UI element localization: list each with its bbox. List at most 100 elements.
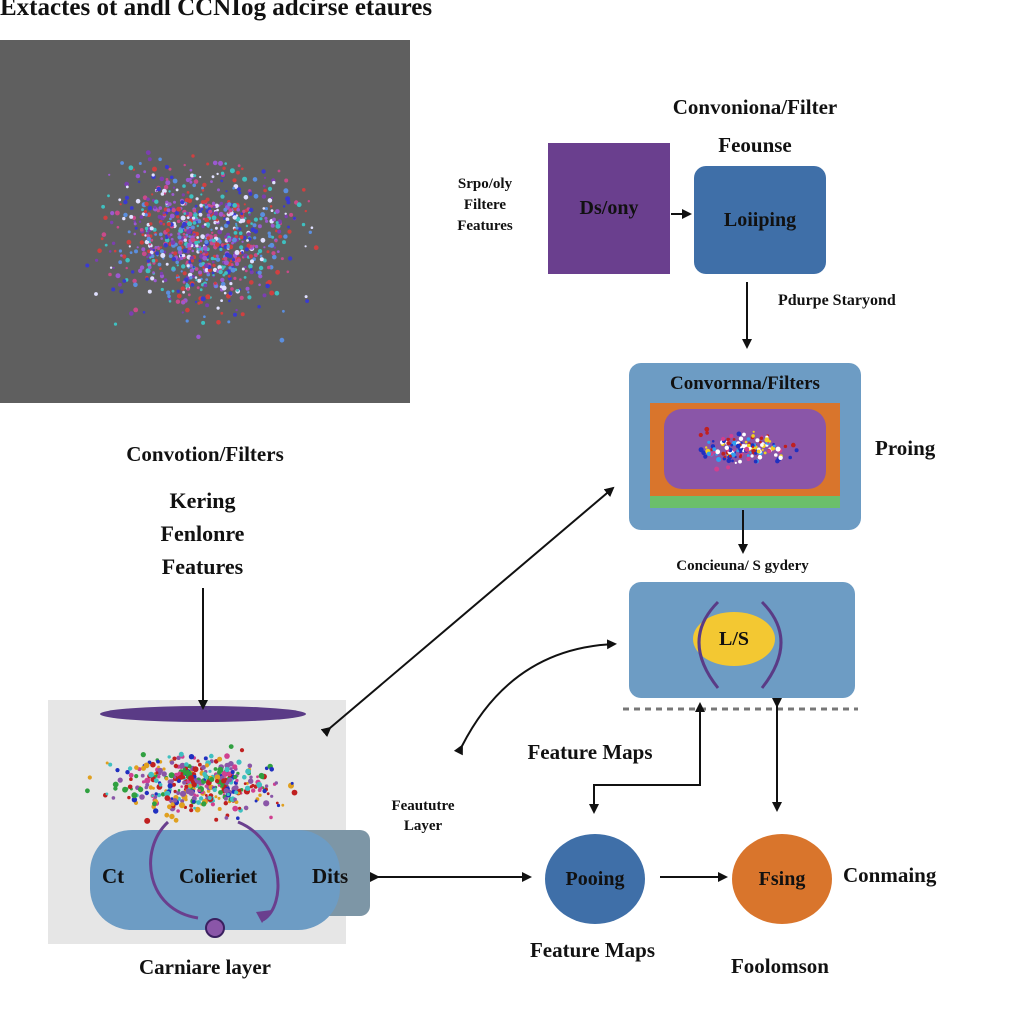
decorative-dot [159, 246, 163, 249]
decorative-dot [262, 788, 267, 794]
decorative-dot [145, 268, 151, 274]
decorative-dot [148, 243, 152, 246]
decorative-dot [188, 789, 195, 796]
decorative-dot [269, 767, 274, 772]
decorative-dot [154, 792, 158, 796]
decorative-dot [763, 451, 767, 455]
decorative-dot [191, 795, 197, 801]
decorative-dot [196, 794, 199, 797]
decorative-dot [217, 229, 223, 235]
decorative-dot [212, 273, 215, 277]
decorative-dot [124, 181, 130, 187]
decorative-dot [186, 264, 190, 268]
decorative-dot [176, 289, 180, 293]
decorative-dot [162, 211, 166, 215]
decorative-dot [304, 245, 307, 248]
decorative-dot [193, 174, 197, 178]
decorative-dot [704, 426, 710, 432]
decorative-dot [144, 234, 147, 237]
decorative-dot [203, 223, 207, 226]
decorative-dot [127, 230, 131, 234]
decorative-dot [189, 180, 193, 184]
decorative-dot [224, 816, 229, 820]
decorative-dot [262, 184, 266, 188]
decorative-dot [240, 312, 245, 317]
decorative-dot [204, 794, 208, 797]
decorative-dot [214, 226, 218, 230]
decorative-dot [190, 283, 195, 287]
pooling-node-label: Pooing [565, 867, 625, 890]
decorative-dot [778, 455, 783, 460]
decorative-dot [282, 309, 285, 313]
decorative-dot [196, 236, 200, 239]
decorative-dot [242, 209, 246, 214]
decorative-dot [302, 188, 306, 192]
decorative-dot [141, 251, 147, 257]
decorative-dot [160, 237, 163, 240]
decorative-dot [170, 797, 174, 801]
decorative-dot [241, 167, 244, 171]
decorative-dot [123, 199, 128, 205]
decorative-dot [282, 240, 286, 245]
decorative-dot [133, 307, 139, 313]
decorative-dot [219, 201, 223, 206]
decorative-dot [201, 765, 206, 770]
decorative-dot [187, 293, 191, 297]
decorative-dot [144, 201, 149, 207]
decorative-dot [197, 219, 202, 224]
decorative-dot [265, 219, 269, 223]
decorative-dot [245, 286, 250, 291]
decorative-dot [171, 208, 176, 213]
decorative-dot [182, 280, 186, 283]
decorative-dot [199, 175, 202, 179]
decorative-dot [206, 258, 209, 261]
decorative-dot [100, 237, 104, 241]
decorative-dot [188, 783, 193, 788]
decorative-dot [225, 217, 230, 222]
decorative-dot [235, 308, 238, 312]
decorative-dot [269, 815, 273, 820]
decorative-dot [172, 178, 178, 184]
decorative-dot [249, 244, 253, 248]
decorative-dot [175, 260, 179, 265]
decorative-dot [261, 194, 267, 199]
decorative-dot [176, 809, 180, 813]
decorative-dot [751, 434, 755, 438]
decorative-dot [730, 443, 734, 447]
decorative-dot [155, 189, 158, 192]
decorative-dot [197, 278, 202, 283]
decorative-dot [265, 283, 270, 289]
decorative-dot [105, 792, 109, 796]
decorative-dot [217, 766, 224, 773]
decorative-dot [151, 794, 154, 797]
decorative-dot [168, 300, 172, 303]
decorative-dot [136, 246, 139, 249]
decorative-dot [257, 224, 262, 229]
layer-main-block [90, 830, 340, 930]
decorative-dot [169, 760, 175, 765]
decorative-dot [134, 765, 139, 770]
decorative-dot [108, 272, 112, 277]
feature-map-inner [664, 409, 826, 489]
decorative-dot [167, 804, 172, 810]
decorative-dot [242, 774, 247, 780]
scatter-panel [0, 40, 410, 403]
decorative-dot [735, 443, 741, 449]
decorative-dot [176, 278, 181, 282]
decorative-dot [215, 254, 219, 258]
decorative-dot [201, 189, 205, 192]
decorative-dot [216, 320, 221, 325]
decorative-dot [257, 305, 261, 309]
decorative-dot [189, 194, 194, 199]
decorative-dot [230, 287, 234, 291]
feature-map-stripe [650, 496, 840, 508]
decorative-dot [218, 160, 223, 166]
decorative-dot [196, 286, 200, 290]
decorative-dot [220, 277, 225, 283]
decorative-dot [287, 229, 292, 234]
decorative-dot [153, 778, 159, 783]
decorative-dot [174, 210, 180, 216]
decorative-dot [143, 762, 150, 769]
decorative-dot [220, 171, 225, 175]
decorative-dot [213, 254, 217, 258]
